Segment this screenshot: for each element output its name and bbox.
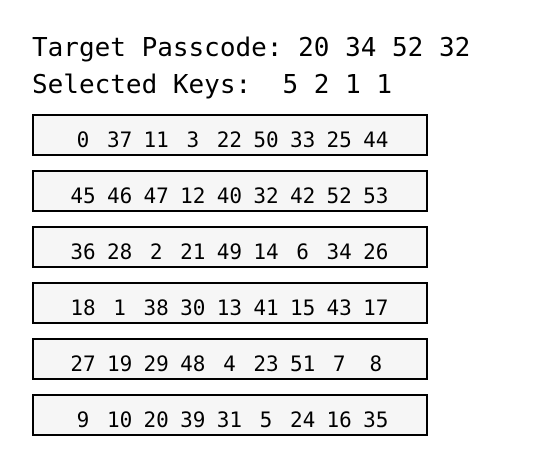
key-r2c1[interactable]: 45 (70, 184, 96, 208)
key-r2c5[interactable]: 40 (216, 184, 243, 208)
key-r6c9[interactable]: 35 (363, 408, 389, 432)
key-r4c5[interactable]: 13 (216, 296, 243, 320)
key-r6c1[interactable]: 9 (76, 408, 90, 432)
key-r6c6[interactable]: 5 (259, 408, 273, 432)
key-r1c3[interactable]: 11 (143, 128, 169, 152)
key-r2c3[interactable]: 47 (143, 184, 169, 208)
key-r4c6[interactable]: 41 (253, 296, 279, 320)
key-row-2: 45 46 47 12 40 32 42 52 53 (32, 170, 428, 212)
selected-keys-line: Selected Keys: 5 2 1 1 (32, 70, 392, 100)
target-passcode-value: 20 34 52 32 (298, 33, 471, 63)
key-r2c7[interactable]: 42 (289, 184, 316, 208)
key-r4c2[interactable]: 1 (113, 296, 126, 320)
key-r2c2[interactable]: 46 (106, 184, 133, 208)
key-r3c7[interactable]: 6 (296, 240, 309, 264)
key-r1c2[interactable]: 37 (106, 128, 133, 152)
key-r2c4[interactable]: 12 (180, 184, 206, 208)
key-r1c5[interactable]: 22 (216, 128, 243, 152)
key-r3c4[interactable]: 21 (180, 240, 206, 264)
key-r1c8[interactable]: 25 (326, 128, 352, 152)
key-row-4: 18 1 38 30 13 41 15 43 17 (32, 282, 428, 324)
key-r1c7[interactable]: 33 (289, 128, 316, 152)
key-r3c6[interactable]: 14 (253, 240, 279, 264)
key-r2c9[interactable]: 53 (363, 184, 389, 208)
key-r5c1[interactable]: 27 (70, 352, 96, 376)
key-r4c1[interactable]: 18 (70, 296, 96, 320)
key-r6c4[interactable]: 39 (180, 408, 206, 432)
key-r6c3[interactable]: 20 (143, 408, 169, 432)
key-r5c8[interactable]: 7 (332, 352, 346, 376)
key-r4c3[interactable]: 38 (143, 296, 169, 320)
key-r4c9[interactable]: 17 (363, 296, 389, 320)
key-r1c6[interactable]: 50 (253, 128, 279, 152)
key-r3c3[interactable]: 2 (149, 240, 163, 264)
key-r5c9[interactable]: 8 (369, 352, 383, 376)
key-r5c7[interactable]: 51 (289, 352, 316, 376)
key-r1c4[interactable]: 3 (186, 128, 200, 152)
key-r5c6[interactable]: 23 (253, 352, 279, 376)
key-r3c8[interactable]: 34 (326, 240, 352, 264)
key-r5c5[interactable]: 4 (223, 352, 236, 376)
key-r3c1[interactable]: 36 (70, 240, 96, 264)
key-r4c4[interactable]: 30 (180, 296, 206, 320)
target-passcode-line: Target Passcode: 20 34 52 32 (32, 33, 470, 63)
key-row-6: 9 10 20 39 31 5 24 16 35 (32, 394, 428, 436)
key-r6c8[interactable]: 16 (326, 408, 352, 432)
key-r5c2[interactable]: 19 (106, 352, 133, 376)
key-r2c8[interactable]: 52 (326, 184, 352, 208)
key-r1c1[interactable]: 0 (76, 128, 90, 152)
key-r6c2[interactable]: 10 (106, 408, 133, 432)
key-row-1: 0 37 11 3 22 50 33 25 44 (32, 114, 428, 156)
key-r5c4[interactable]: 48 (180, 352, 206, 376)
key-r3c9[interactable]: 26 (363, 240, 389, 264)
selected-keys-label: Selected Keys: (32, 70, 252, 100)
key-r4c7[interactable]: 15 (289, 296, 316, 320)
key-r2c6[interactable]: 32 (253, 184, 279, 208)
key-r6c5[interactable]: 31 (216, 408, 243, 432)
key-r6c7[interactable]: 24 (289, 408, 316, 432)
key-r1c9[interactable]: 44 (363, 128, 389, 152)
key-row-3: 36 28 2 21 49 14 6 34 26 (32, 226, 428, 268)
selected-keys-value: 5 2 1 1 (282, 70, 393, 100)
key-r3c5[interactable]: 49 (216, 240, 243, 264)
target-passcode-label: Target Passcode: (32, 33, 283, 63)
key-r4c8[interactable]: 43 (326, 296, 352, 320)
key-r5c3[interactable]: 29 (143, 352, 169, 376)
key-r3c2[interactable]: 28 (106, 240, 133, 264)
